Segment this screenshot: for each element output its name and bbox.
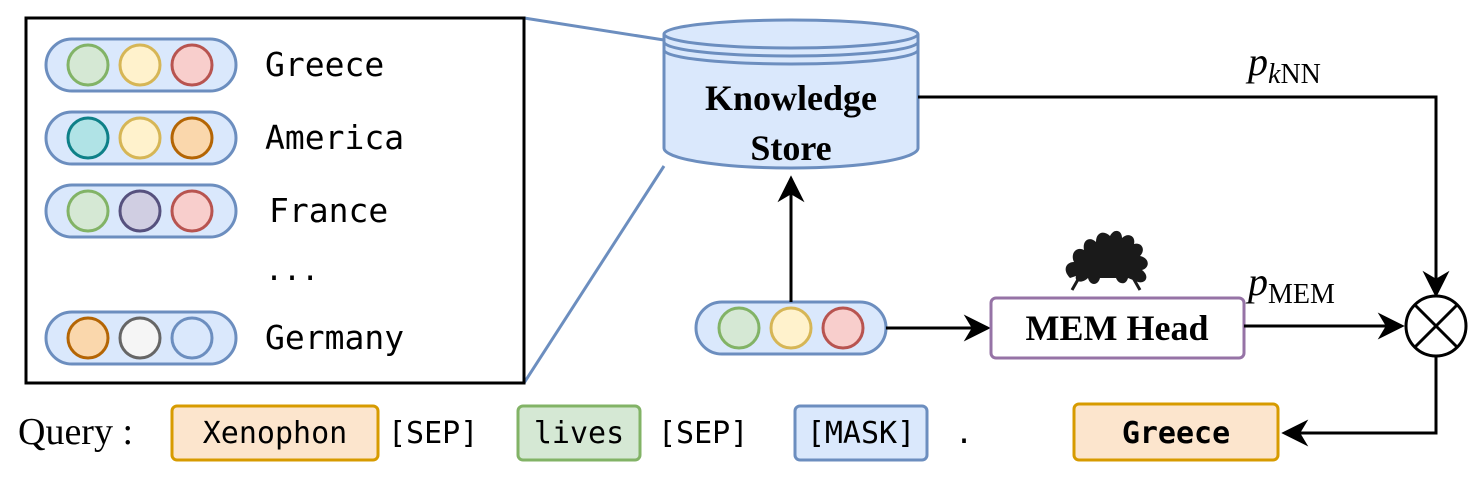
query-vector-dot <box>769 306 813 350</box>
query-token-label: [SEP] <box>658 416 748 451</box>
knowledge-entry: Germany <box>44 310 404 366</box>
output-box <box>1072 402 1280 462</box>
store-label-line1: Knowledge <box>705 78 877 118</box>
query-token: [SEP] <box>388 416 478 451</box>
arrow-store-to-operator <box>918 95 1450 298</box>
entry-label: America <box>265 118 404 157</box>
embedding-dot <box>118 316 162 360</box>
query-token-box: Xenophon <box>170 404 380 462</box>
query-token-label: [MASK] <box>807 416 915 451</box>
query-token-label: [SEP] <box>388 416 478 451</box>
embedding-dot <box>170 316 214 360</box>
store-label-line2: Store <box>750 128 831 168</box>
embedding-dot <box>170 116 214 160</box>
query-vector <box>694 300 888 356</box>
query-token-label: Xenophon <box>203 416 348 451</box>
entry-label: France <box>269 191 388 230</box>
knowledge-entry: America <box>44 110 404 166</box>
query-token-box: lives <box>516 404 642 462</box>
query-token-box: [MASK] <box>793 404 929 462</box>
entry-label: Germany <box>265 318 404 357</box>
multiply-operator-icon <box>1404 294 1468 358</box>
query-token-frame <box>793 404 929 462</box>
ellipsis: ... <box>265 253 319 288</box>
output-label: Greece <box>1122 416 1230 451</box>
flame-icon <box>1065 230 1148 291</box>
mem-head-label: MEM Head <box>1026 308 1209 348</box>
zoom-line-top <box>523 16 665 42</box>
entry-label: Greece <box>265 45 384 84</box>
embedding-dot <box>118 189 162 233</box>
query-vector-dot <box>717 306 761 350</box>
query-prefix: Query : <box>18 411 133 453</box>
knowledge-entry: France <box>44 183 388 239</box>
embedding-dot <box>118 43 162 87</box>
embedding-dot <box>170 43 214 87</box>
mem-head-box <box>989 296 1246 360</box>
embedding-dot <box>66 43 110 87</box>
embedding-dot <box>66 116 110 160</box>
query-tokens: Xenophon [SEP] lives [SEP] [MASK]. <box>170 404 973 462</box>
query-vector-dot <box>821 306 865 350</box>
embedding-dot <box>66 316 110 360</box>
query-token: [SEP] <box>658 416 748 451</box>
query-token-label: . <box>955 416 973 451</box>
query-token: . <box>955 416 973 451</box>
embedding-dot <box>170 189 214 233</box>
zoom-line-bottom <box>522 165 666 384</box>
embedding-dot <box>66 189 110 233</box>
query-token-frame <box>170 404 380 462</box>
query-token-frame <box>516 404 642 462</box>
p-mem-label: pMEM <box>1245 259 1335 310</box>
knowledge-entry: Greece <box>44 37 384 93</box>
embedding-dot <box>118 116 162 160</box>
knowledge-store: Knowledge Store <box>662 18 920 170</box>
query-token-label: lives <box>534 416 624 451</box>
p-knn-label: pkNN <box>1245 39 1321 90</box>
arrow-operator-to-output <box>1281 356 1438 447</box>
